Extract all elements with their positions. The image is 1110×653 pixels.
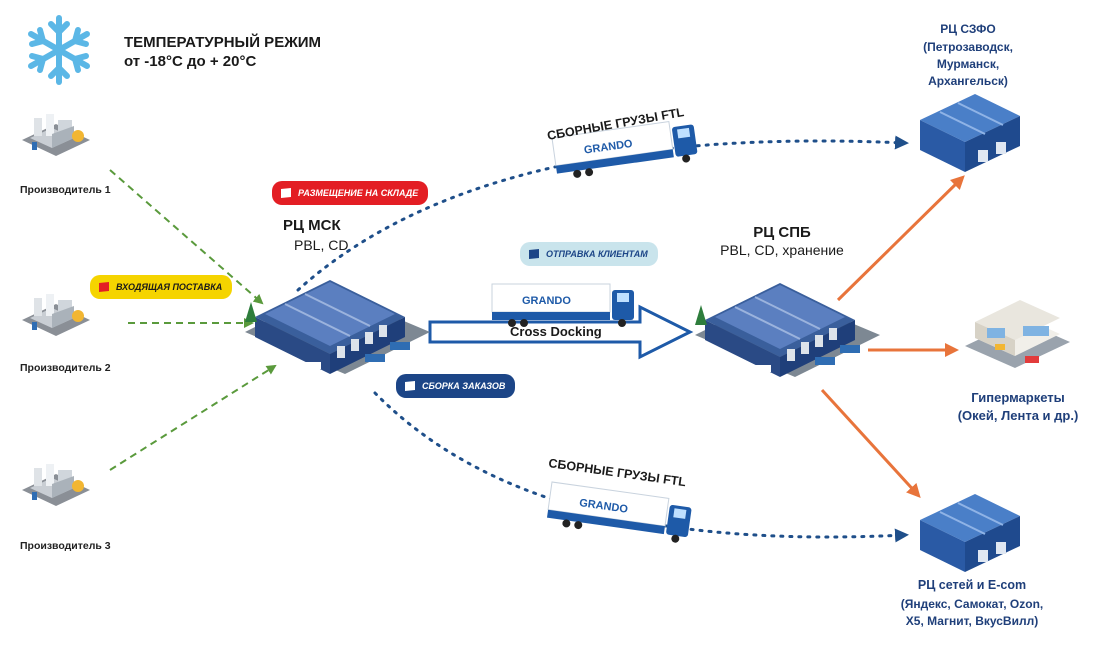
- dest-szfo-line3: Архангельск): [928, 74, 1008, 88]
- cross-docking-label: Cross Docking: [510, 324, 602, 339]
- warehouse-icon-msk: [244, 279, 431, 375]
- warehouse-icon-spb: [694, 282, 881, 378]
- warehouse-icon-szfo: [919, 93, 1021, 173]
- warehouse-icon-ecom: [919, 493, 1021, 573]
- document-icon: [99, 282, 109, 292]
- dest-szfo-line2: Мурманск,: [936, 57, 1000, 71]
- flow-spb-szfo: [836, 175, 965, 302]
- badge-shipping-label: ОТПРАВКА КЛИЕНТАМ: [546, 249, 648, 259]
- hub-spb-subtitle: PBL, CD, хранение: [720, 242, 844, 258]
- temperature-range: от -18°С до + 20°С: [124, 53, 257, 70]
- producer-label-3: Производитель 3: [20, 540, 111, 552]
- document-icon: [281, 188, 291, 198]
- dest-szfo-line1: (Петрозаводск,: [923, 40, 1013, 54]
- truck-brand-middle: GRANDO: [522, 295, 571, 307]
- factory-icon-producer2: [22, 294, 90, 336]
- dest-szfo-title: РЦ СЗФО: [940, 22, 996, 36]
- dest-ecom-line2: Х5, Магнит, ВкусВилл): [905, 614, 1039, 628]
- temperature-title: ТЕМПЕРАТУРНЫЙ РЕЖИМ: [124, 34, 322, 51]
- flow-producer1-msk: [109, 169, 264, 305]
- factory-icon-producer3: [22, 464, 90, 506]
- dest-hyper-line1: (Окей, Лента и др.): [957, 408, 1079, 423]
- hub-msk-subtitle: PBL, CD: [294, 237, 349, 253]
- hub-msk-title: РЦ МСК: [283, 217, 341, 234]
- flow-msk-szfo: [296, 135, 909, 292]
- dest-hyper-title: Гипермаркеты: [971, 390, 1065, 405]
- dest-ecom-line1: (Яндекс, Самокат, Ozon,: [900, 597, 1044, 611]
- badge-picking: СБОРКА ЗАКАЗОВ: [396, 374, 516, 398]
- document-icon: [405, 381, 415, 391]
- cross-docking-arrow: [428, 304, 694, 360]
- truck-icon-top: GRANDO: [551, 117, 700, 182]
- producer-label-2: Производитель 2: [20, 362, 111, 374]
- store-icon-hypermarket: [965, 300, 1070, 368]
- snowflake-icon: [28, 15, 90, 85]
- flow-producer3-msk: [109, 364, 277, 471]
- badge-inbound: ВХОДЯЩАЯ ПОСТАВКА: [90, 275, 233, 299]
- truck-icon-middle: GRANDO: [491, 283, 635, 328]
- badge-storage: РАЗМЕЩЕНИЕ НА СКЛАДЕ: [272, 181, 429, 205]
- document-icon: [529, 249, 539, 259]
- producer-label-1: Производитель 1: [20, 184, 111, 196]
- factory-icon-producer1: [22, 114, 90, 156]
- badge-shipping: ОТПРАВКА КЛИЕНТАМ: [520, 242, 658, 266]
- badge-picking-label: СБОРКА ЗАКАЗОВ: [422, 381, 506, 391]
- badge-inbound-label: ВХОДЯЩАЯ ПОСТАВКА: [116, 282, 223, 292]
- badge-storage-label: РАЗМЕЩЕНИЕ НА СКЛАДЕ: [298, 188, 419, 198]
- truck-icon-bottom: GRANDO: [545, 481, 694, 545]
- dest-ecom-title: РЦ сетей и E-com: [917, 578, 1027, 592]
- hub-spb-title: РЦ СПБ: [753, 224, 811, 241]
- flow-spb-ecom: [820, 388, 921, 498]
